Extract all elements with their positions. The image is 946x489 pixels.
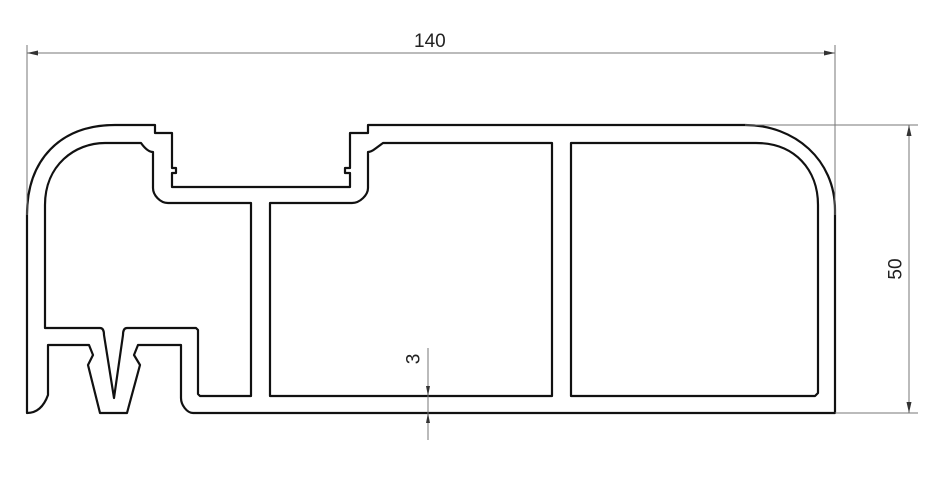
- height-dimension-label: 50: [885, 258, 907, 280]
- width-dimension-label: 140: [414, 31, 446, 52]
- width-arrow-right: [824, 50, 835, 56]
- thickness-dimension-label: 3: [403, 353, 425, 365]
- height-arrow-bottom: [906, 402, 912, 413]
- middle-cavity: [268, 141, 554, 398]
- profile-outer-outline: [25, 123, 837, 415]
- width-arrow-left: [27, 50, 38, 56]
- left-cavity: [43, 141, 253, 400]
- thickness-arrow-top: [426, 386, 430, 396]
- right-cavity: [569, 141, 820, 398]
- height-arrow-top: [906, 125, 912, 136]
- thickness-arrow-bottom: [426, 413, 430, 423]
